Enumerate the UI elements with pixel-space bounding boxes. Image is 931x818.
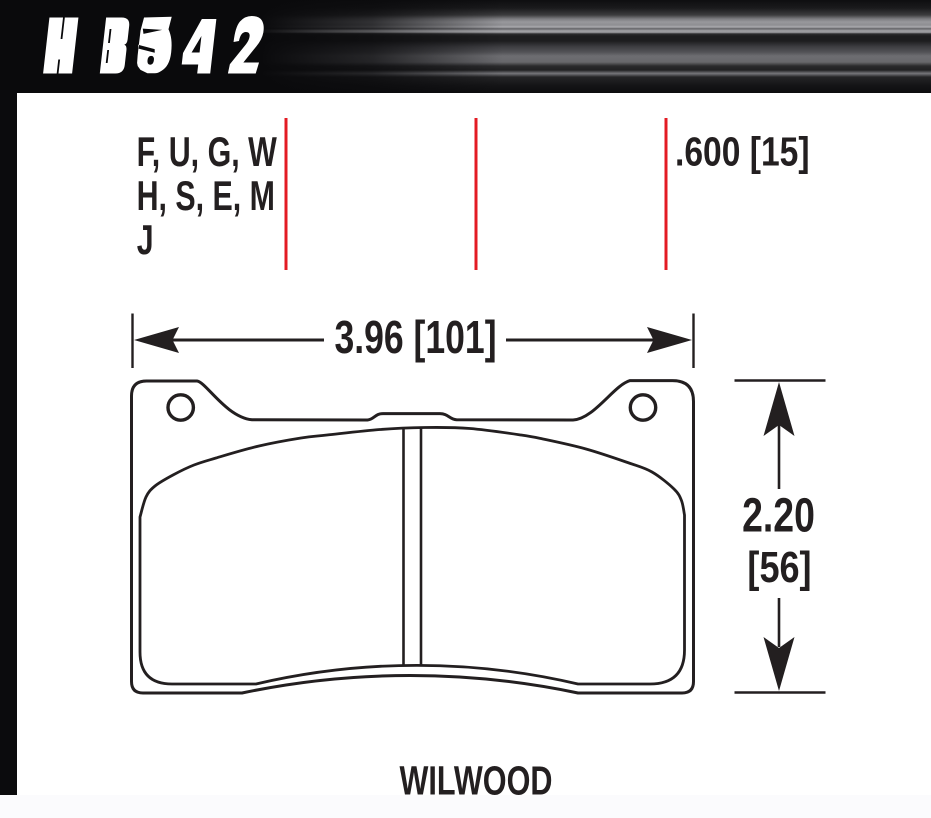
svg-text:3.96 [101]: 3.96 [101] [334, 311, 496, 363]
svg-text:[56]: [56] [747, 543, 811, 592]
svg-text:WILWOOD: WILWOOD [400, 757, 553, 803]
svg-text:2.20: 2.20 [742, 489, 815, 543]
svg-text:F, U, G, W: F, U, G, W [137, 128, 278, 175]
svg-text:J: J [137, 216, 154, 263]
svg-text:.600 [15]: .600 [15] [675, 128, 810, 174]
svg-text:H, S, E, M: H, S, E, M [137, 172, 275, 219]
